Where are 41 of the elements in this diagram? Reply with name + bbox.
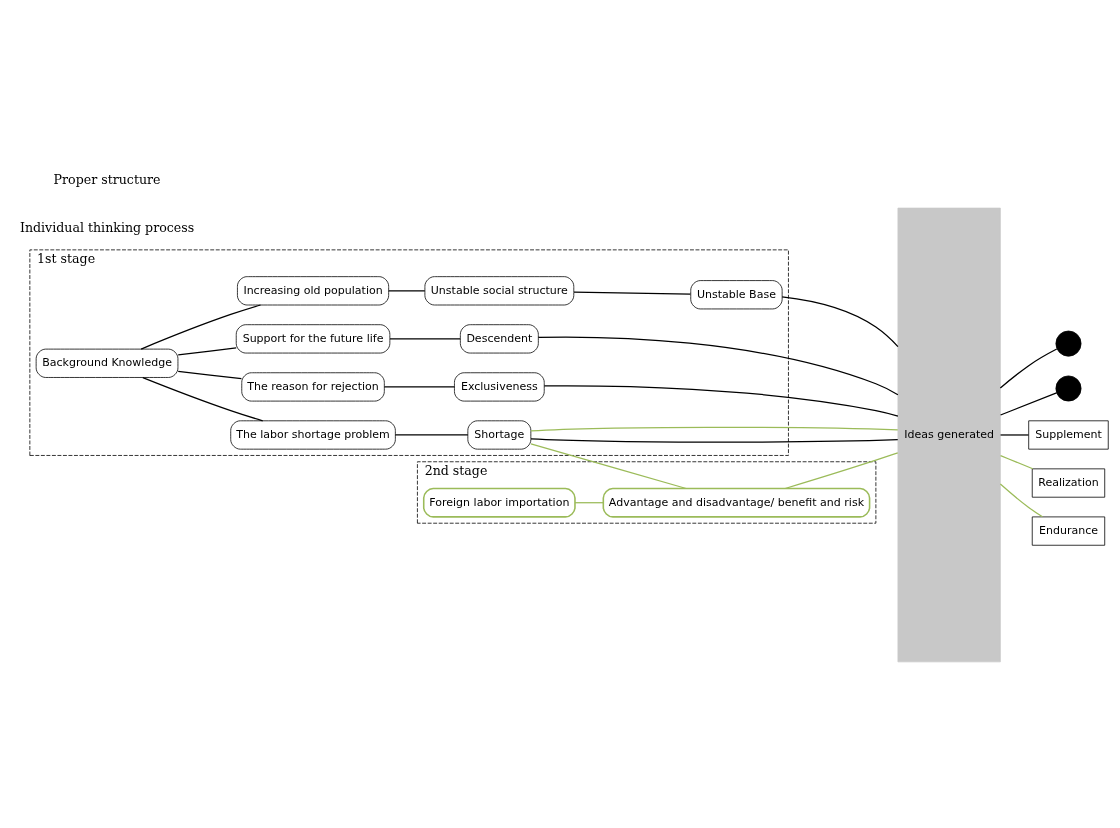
connector <box>573 290 692 295</box>
connector <box>140 303 262 350</box>
node-box: Unstable Base <box>690 279 783 309</box>
node-box: Descendent <box>459 323 539 353</box>
connector <box>999 482 1044 517</box>
node-box: Exclusiveness <box>454 371 545 401</box>
connector <box>999 433 1030 436</box>
node-circle <box>1055 375 1082 401</box>
connector <box>999 454 1034 469</box>
connector <box>530 437 899 443</box>
connector <box>999 391 1058 416</box>
node-box: Unstable social structure <box>424 275 575 305</box>
node-box: Increasing old population <box>237 275 390 305</box>
connector <box>530 426 899 431</box>
connector <box>177 346 237 355</box>
connector <box>383 385 456 388</box>
node-box: Background Knowledge <box>35 348 179 378</box>
connector <box>389 337 461 339</box>
connector <box>177 370 243 379</box>
connector <box>999 347 1058 389</box>
connector <box>781 295 899 347</box>
label: Individual thinking process <box>19 219 195 235</box>
connector <box>574 501 604 503</box>
node-box: Endurance <box>1031 516 1106 546</box>
node-box: Foreign labor importation <box>422 487 576 518</box>
connector <box>784 451 899 489</box>
node-box: Shortage <box>467 419 532 450</box>
node-circle <box>1055 330 1082 357</box>
label: Proper structure <box>53 171 161 187</box>
node-box: Realization <box>1031 467 1106 498</box>
connector <box>394 433 469 436</box>
connector <box>537 336 899 395</box>
node-box: Supplement <box>1028 419 1109 450</box>
connector <box>388 289 426 291</box>
node-box: Ideas generated <box>897 207 1001 662</box>
node-box: Advantage and disadvantage/ benefit and risk <box>602 487 871 518</box>
node-box: The labor shortage problem <box>230 419 396 450</box>
connector <box>543 384 899 417</box>
node-box: Support for the future life <box>235 323 391 353</box>
connector <box>530 442 687 489</box>
node-box: The reason for rejection <box>241 371 385 401</box>
